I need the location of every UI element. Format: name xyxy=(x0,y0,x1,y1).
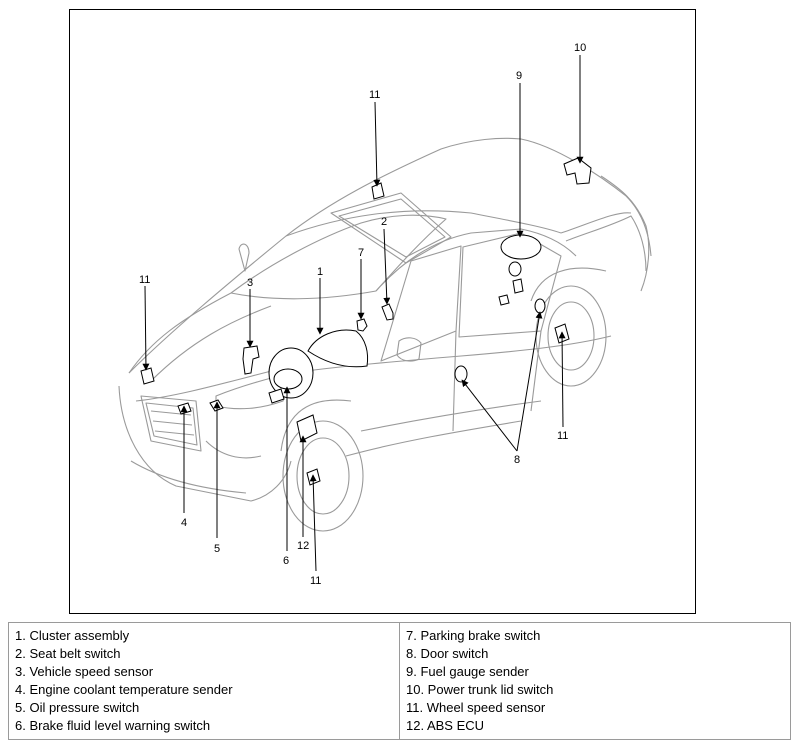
wheel-speed-sensor-front-left-symbol xyxy=(140,367,155,385)
legend-item: 10. Power trunk lid switch xyxy=(406,682,554,697)
cluster-assembly-symbol xyxy=(307,329,369,368)
seat-belt-switch-symbol xyxy=(381,303,394,321)
parking-brake-switch-symbol xyxy=(356,318,368,332)
door-switch-front-symbol xyxy=(454,365,468,383)
callout-5: 5 xyxy=(214,543,220,555)
component-symbols xyxy=(140,157,592,486)
legend-item: 7. Parking brake switch xyxy=(406,628,541,643)
legend-item: 4. Engine coolant temperature sender xyxy=(15,682,233,697)
component-legend-table: 1. Cluster assembly 2. Seat belt switch … xyxy=(8,622,791,740)
leader-lines xyxy=(142,55,584,572)
car-outline xyxy=(118,137,652,532)
legend-column-left: 1. Cluster assembly 2. Seat belt switch … xyxy=(8,622,400,740)
abs-ecu-symbol xyxy=(296,414,318,442)
legend-item: 3. Vehicle speed sensor xyxy=(15,664,154,679)
legend-column-right: 7. Parking brake switch 8. Door switch 9… xyxy=(399,622,791,740)
fuel-gauge-sender-symbol xyxy=(500,234,542,260)
callout-2: 2 xyxy=(381,216,387,228)
trunk-lid-switch-symbol xyxy=(563,157,592,185)
callout-labels: 1 2 3 4 5 6 7 8 9 10 11 11 11 11 12 xyxy=(139,42,586,587)
callout-7: 7 xyxy=(358,247,364,259)
callout-10: 10 xyxy=(574,42,586,54)
legend-item: 8. Door switch xyxy=(406,646,489,661)
legend-item: 9. Fuel gauge sender xyxy=(406,664,529,679)
diagram-frame: 1 2 3 4 5 6 7 8 9 10 11 11 11 11 12 xyxy=(69,9,696,614)
legend-item: 5. Oil pressure switch xyxy=(15,700,140,715)
legend-item: 12. ABS ECU xyxy=(406,718,485,733)
callout-11-left: 11 xyxy=(139,274,150,286)
car-component-location-diagram: 1 2 3 4 5 6 7 8 9 10 11 11 11 11 12 xyxy=(118,42,652,587)
callout-1: 1 xyxy=(317,266,323,278)
callout-11-right: 11 xyxy=(557,430,568,442)
legend-item: 11. Wheel speed sensor xyxy=(406,700,546,715)
callout-9: 9 xyxy=(516,70,522,82)
callout-6: 6 xyxy=(283,555,289,567)
callout-4: 4 xyxy=(181,517,187,529)
callout-12: 12 xyxy=(297,540,309,552)
callout-3: 3 xyxy=(247,277,253,289)
legend-item: 1. Cluster assembly xyxy=(15,628,130,643)
callout-8: 8 xyxy=(514,454,520,466)
legend-item: 6. Brake fluid level warning switch xyxy=(15,718,211,733)
wheel-speed-sensor-rear-top-symbol xyxy=(371,182,385,200)
callout-11-top: 11 xyxy=(369,89,380,101)
callout-11-bottom: 11 xyxy=(310,575,321,587)
door-switch-rear-symbol xyxy=(534,298,546,314)
legend-item: 2. Seat belt switch xyxy=(15,646,121,661)
vehicle-speed-sensor-symbol xyxy=(242,345,260,375)
